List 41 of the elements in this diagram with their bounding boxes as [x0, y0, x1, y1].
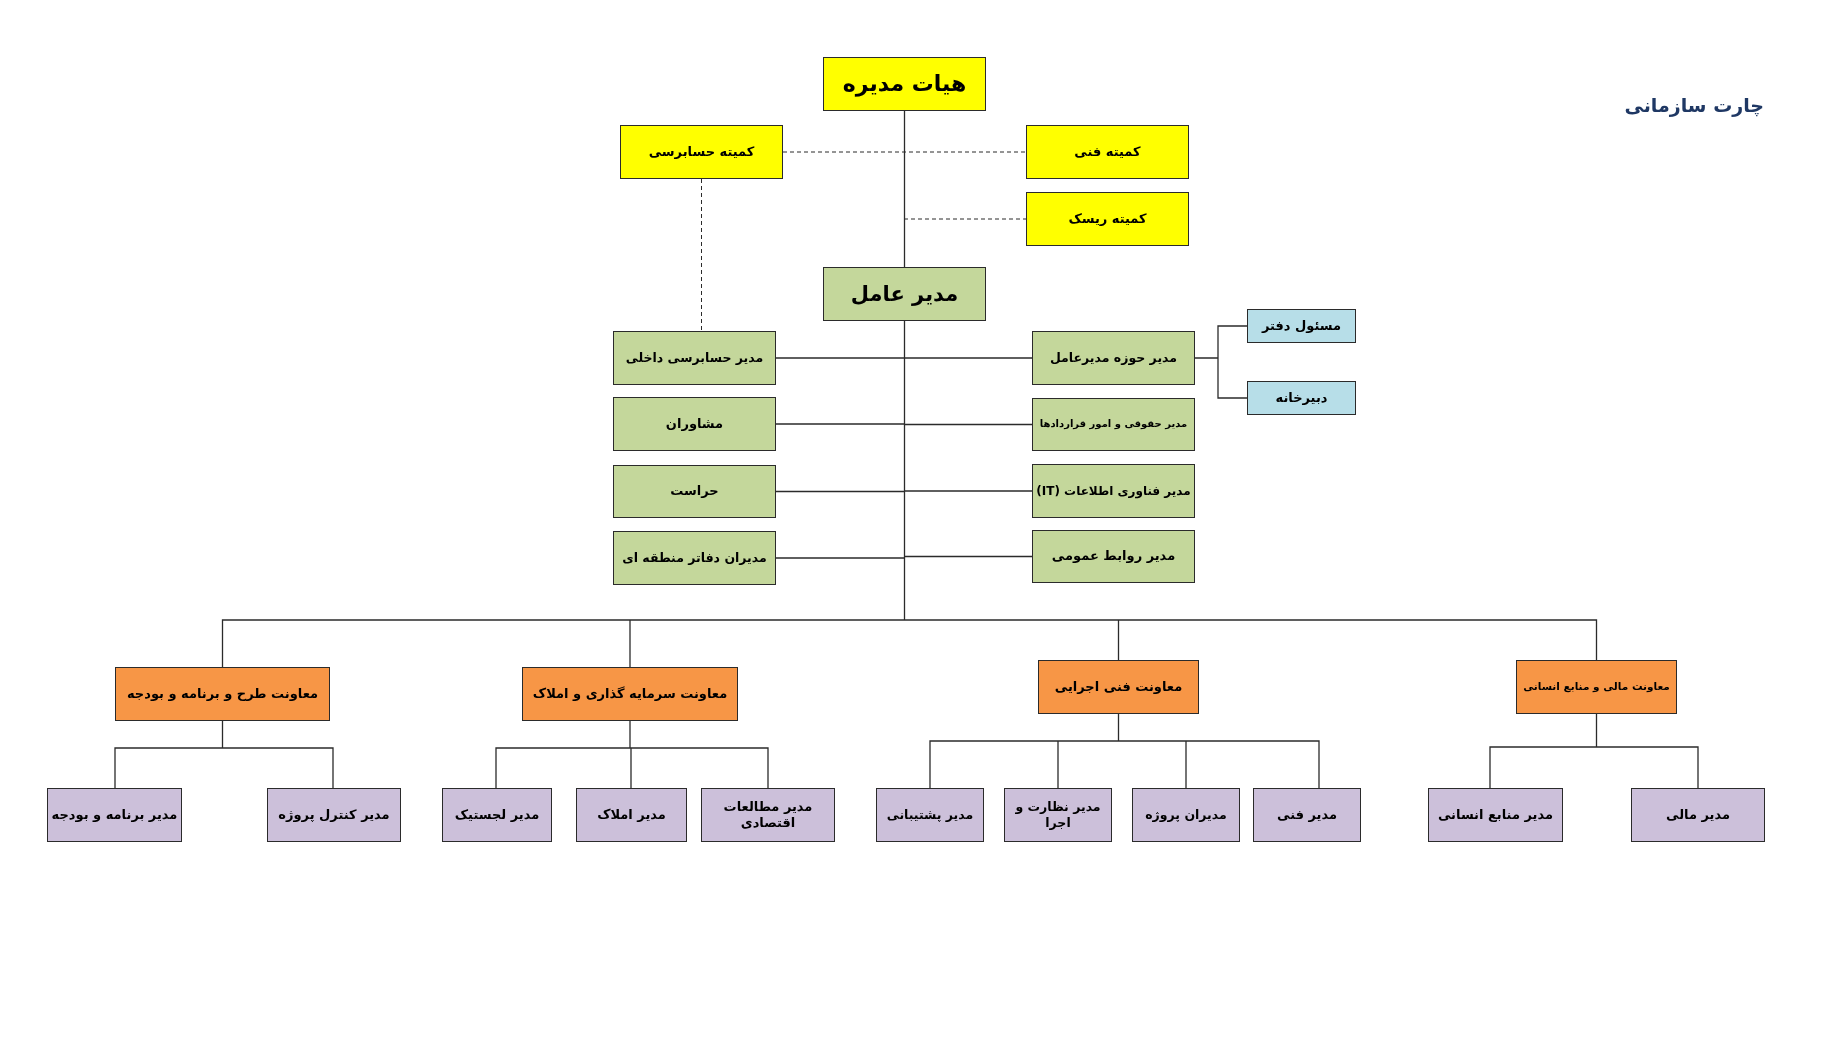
position-box: کمیته حسابرسی	[620, 125, 783, 179]
connector-line	[903, 110, 906, 268]
position-box: مدیر حسابرسی داخلی	[613, 331, 776, 385]
position-box: مدیر نظارت و اجرا	[1004, 788, 1112, 842]
position-box: کمیته ریسک	[1026, 192, 1189, 246]
position-box: مدیران پروژه	[1132, 788, 1240, 842]
connector-line	[114, 720, 334, 789]
position-box: دبیرخانه	[1247, 381, 1356, 415]
connector-line	[221, 320, 1598, 668]
connector-line	[1194, 325, 1248, 399]
position-box: مدیر منابع انسانی	[1428, 788, 1563, 842]
chart-title: چارت سازمانی	[1624, 94, 1764, 116]
position-box: مدیر پشتیبانی	[876, 788, 984, 842]
position-box: مدیران دفاتر منطقه ای	[613, 531, 776, 585]
position-box: مدیر مطالعات اقتصادی	[701, 788, 835, 842]
position-box: مدیر مالی	[1631, 788, 1765, 842]
connector-line	[903, 218, 1027, 220]
position-box: مدیر برنامه و بودجه	[47, 788, 182, 842]
connector-line	[1489, 713, 1699, 789]
position-box: معاونت فنی اجرایی	[1038, 660, 1199, 714]
position-box: معاونت طرح و برنامه و بودجه	[115, 667, 330, 721]
position-box: مدیر املاک	[576, 788, 687, 842]
position-box: مدیر کنترل پروژه	[267, 788, 401, 842]
position-box: کمیته فنی	[1026, 125, 1189, 179]
position-box: مدیر لجستیک	[442, 788, 552, 842]
connector-line	[929, 713, 1320, 789]
position-box: معاونت سرمایه گذاری و املاک	[522, 667, 738, 721]
position-box: هیات مدیره	[823, 57, 986, 111]
position-box: مدیر فنی	[1253, 788, 1361, 842]
connector-line	[495, 720, 769, 789]
position-box: مسئول دفتر	[1247, 309, 1356, 343]
position-box: مدیر روابط عمومی	[1032, 530, 1195, 583]
connector-line	[782, 151, 1027, 153]
position-box: مشاوران	[613, 397, 776, 451]
position-box: مدیر حوزه مدیرعامل	[1032, 331, 1195, 385]
position-box: مدیر حقوقی و امور قراردادها	[1032, 398, 1195, 451]
position-box: مدیر فناوری اطلاعات (IT)	[1032, 464, 1195, 518]
position-box: حراست	[613, 465, 776, 518]
connector-line	[701, 178, 702, 332]
position-box: مدیر عامل	[823, 267, 986, 321]
position-box: معاونت مالی و منابع انسانی	[1516, 660, 1677, 714]
